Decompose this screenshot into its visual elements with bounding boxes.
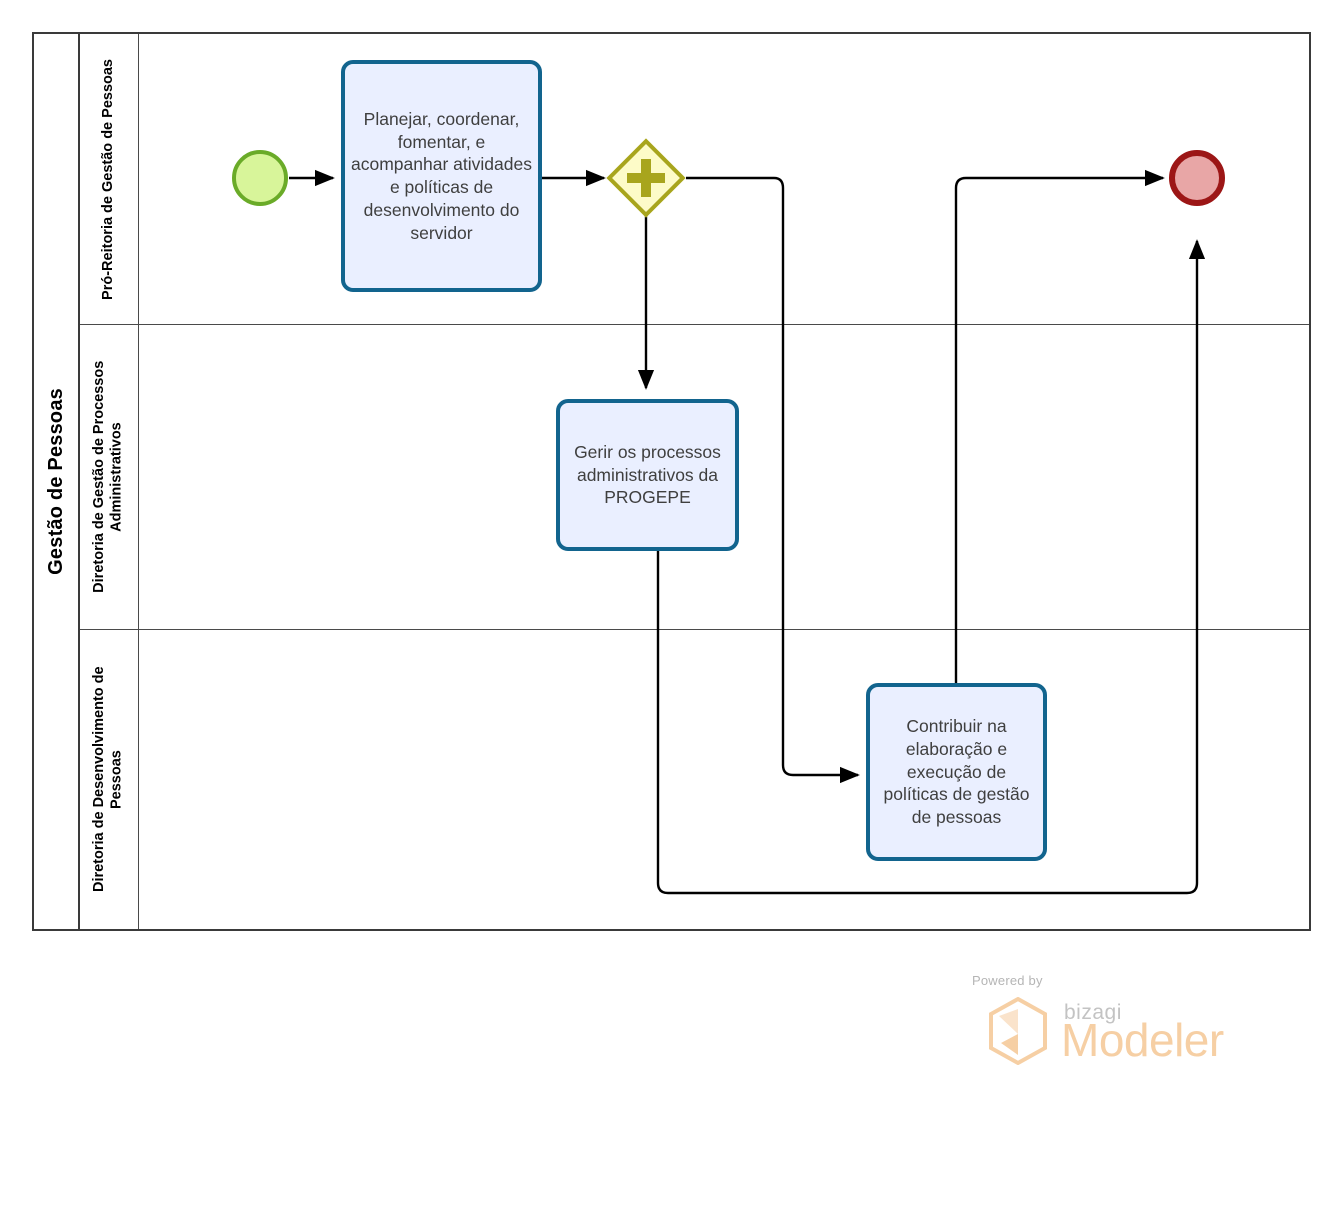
task-planejar-label: Planejar, coordenar, fomentar, e acompan… [351,108,532,243]
lane-3-title: Diretoria de Desenvolvimento de Pessoas [80,630,139,929]
task-contribuir-politicas-gestao[interactable]: Contribuir na elaboração e execução de p… [866,683,1047,861]
parallel-gateway[interactable] [606,138,686,218]
task-gerir-processos-administrativos[interactable]: Gerir os processos administrativos da PR… [556,399,739,551]
bizagi-hexagon-logo [989,997,1047,1065]
pool-title-label: Gestão de Pessoas [44,388,67,575]
bizagi-watermark: Powered by bizagi Modeler [967,973,1257,1073]
gateway-diamond [606,138,686,218]
pool-title: Gestão de Pessoas [34,34,80,929]
lane-2-title: Diretoria de Gestão de Processos Adminis… [80,325,139,629]
lane-1-title: Pró-Reitoria de Gestão de Pessoas [80,34,139,324]
end-event[interactable] [1169,150,1225,206]
watermark-product: Modeler [1061,1014,1224,1066]
lane-pro-reitoria-de-gestao-de-pessoas[interactable]: Pró-Reitoria de Gestão de Pessoas [80,34,1309,324]
lane-2-label: Diretoria de Gestão de Processos Adminis… [91,360,125,594]
task-gerir-label: Gerir os processos administrativos da PR… [574,441,721,508]
lane-1-label: Pró-Reitoria de Gestão de Pessoas [100,58,117,300]
start-event[interactable] [232,150,288,206]
task-contribuir-label: Contribuir na elaboração e execução de p… [883,716,1030,828]
lane-3-label: Diretoria de Desenvolvimento de Pessoas [91,666,125,893]
watermark-brand: bizagi [1064,1001,1122,1024]
task-planejar-coordenar-fomentar[interactable]: Planejar, coordenar, fomentar, e acompan… [341,60,542,292]
watermark-powered-by: Powered by [972,973,1043,988]
lane-diretoria-de-desenvolvimento-de-pessoas[interactable]: Diretoria de Desenvolvimento de Pessoas [80,629,1309,929]
